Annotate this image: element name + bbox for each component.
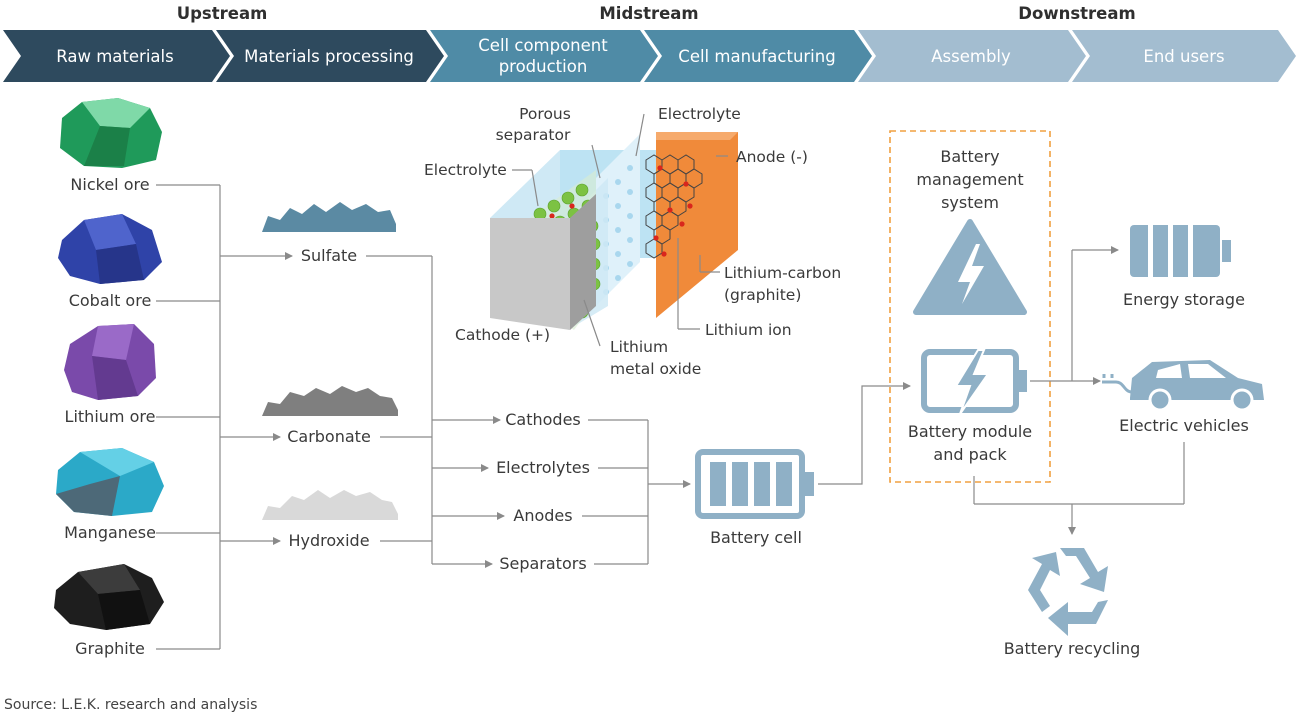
battery-module-icon: [921, 349, 1027, 415]
label-graphite: Graphite: [75, 639, 145, 658]
hydroxide-pile: [262, 490, 398, 520]
battery-cell-icon: [695, 449, 814, 519]
label-electrolyte-left: Electrolyte: [424, 161, 507, 179]
chevron-cell-component-label-line1: Cell component: [478, 36, 608, 55]
cell-to-module-connector: [818, 382, 911, 485]
label-porous-separator-1: Porous: [519, 105, 571, 123]
label-battery-cell: Battery cell: [710, 528, 802, 547]
recycling-icon: [1028, 548, 1108, 636]
label-manganese: Manganese: [64, 523, 156, 542]
label-bms-2: management: [916, 170, 1023, 189]
label-lithium-carbon-2: (graphite): [724, 286, 801, 304]
anode-plate: [656, 132, 738, 318]
electric-vehicle-icon: [1102, 360, 1264, 412]
label-cathodes: Cathodes: [505, 410, 581, 429]
label-bms-3: system: [941, 193, 999, 212]
label-bms-1: Battery: [940, 147, 999, 166]
label-battery-recycling: Battery recycling: [1004, 639, 1141, 658]
lithium-ore-rock: [64, 324, 156, 400]
cobalt-ore-rock: [58, 214, 162, 284]
chevron-assembly: Assembly: [858, 30, 1086, 82]
component-connectors: [582, 419, 691, 565]
nickel-ore-rock: [60, 98, 162, 168]
label-electrolytes: Electrolytes: [496, 458, 590, 477]
label-separators: Separators: [499, 554, 586, 573]
label-lithium-carbon-1: Lithium-carbon: [724, 264, 841, 282]
label-module-pack-1: Battery module: [908, 422, 1032, 441]
header-downstream: Downstream: [1018, 4, 1135, 23]
label-carbonate: Carbonate: [287, 427, 371, 446]
label-lithium-metal-oxide-1: Lithium: [610, 338, 668, 356]
label-module-pack-2: and pack: [933, 445, 1007, 464]
cell-cross-section: [490, 132, 738, 330]
ore-connectors: [156, 184, 293, 650]
label-anode: Anode (-): [736, 148, 808, 166]
chevron-end-users: End users: [1072, 30, 1296, 82]
graphite-rock: [54, 564, 164, 630]
chevron-materials-processing: Materials processing: [216, 30, 444, 82]
label-lithium-metal-oxide-2: metal oxide: [610, 360, 701, 378]
processed-connectors: [366, 255, 505, 568]
chevron-raw-materials-label: Raw materials: [56, 47, 173, 66]
label-anodes: Anodes: [513, 506, 572, 525]
header-midstream: Midstream: [599, 4, 698, 23]
label-cathode: Cathode (+): [455, 326, 550, 344]
chevron-raw-materials: Raw materials: [3, 30, 230, 82]
label-energy-storage: Energy storage: [1123, 290, 1245, 309]
chevron-cell-component-label-line2: production: [499, 57, 588, 76]
label-lithium-ore: Lithium ore: [65, 407, 156, 426]
chevron-end-users-label: End users: [1143, 47, 1224, 66]
label-hydroxide: Hydroxide: [288, 531, 369, 550]
label-porous-separator-2: separator: [496, 126, 571, 144]
label-electric-vehicles: Electric vehicles: [1119, 416, 1249, 435]
to-recycling-connectors: [973, 442, 1185, 535]
chevron-materials-processing-label: Materials processing: [244, 47, 414, 66]
carbonate-pile: [262, 386, 398, 416]
label-cobalt-ore: Cobalt ore: [69, 291, 152, 310]
header-upstream: Upstream: [177, 4, 268, 23]
assembly-dashed-box: [889, 130, 1051, 483]
energy-storage-icon: [1130, 225, 1231, 277]
chevron-assembly-label: Assembly: [931, 47, 1011, 66]
label-nickel-ore: Nickel ore: [70, 175, 149, 194]
chevron-cell-component-production: Cell component production: [430, 30, 658, 82]
sulfate-pile: [262, 202, 396, 232]
manganese-rock: [56, 448, 164, 516]
source-note: Source: L.E.K. research and analysis: [4, 697, 257, 713]
label-sulfate: Sulfate: [301, 246, 357, 265]
cathode-slab: [490, 218, 570, 330]
chevron-cell-manufacturing-label: Cell manufacturing: [678, 47, 835, 66]
module-to-end-users-connectors: [1030, 246, 1119, 385]
chevron-cell-manufacturing: Cell manufacturing: [644, 30, 872, 82]
battery-management-warning-icon: [913, 219, 1027, 315]
cell-diagram-leaders: [512, 113, 728, 347]
label-electrolyte-top: Electrolyte: [658, 105, 741, 123]
label-lithium-ion: Lithium ion: [705, 321, 792, 339]
